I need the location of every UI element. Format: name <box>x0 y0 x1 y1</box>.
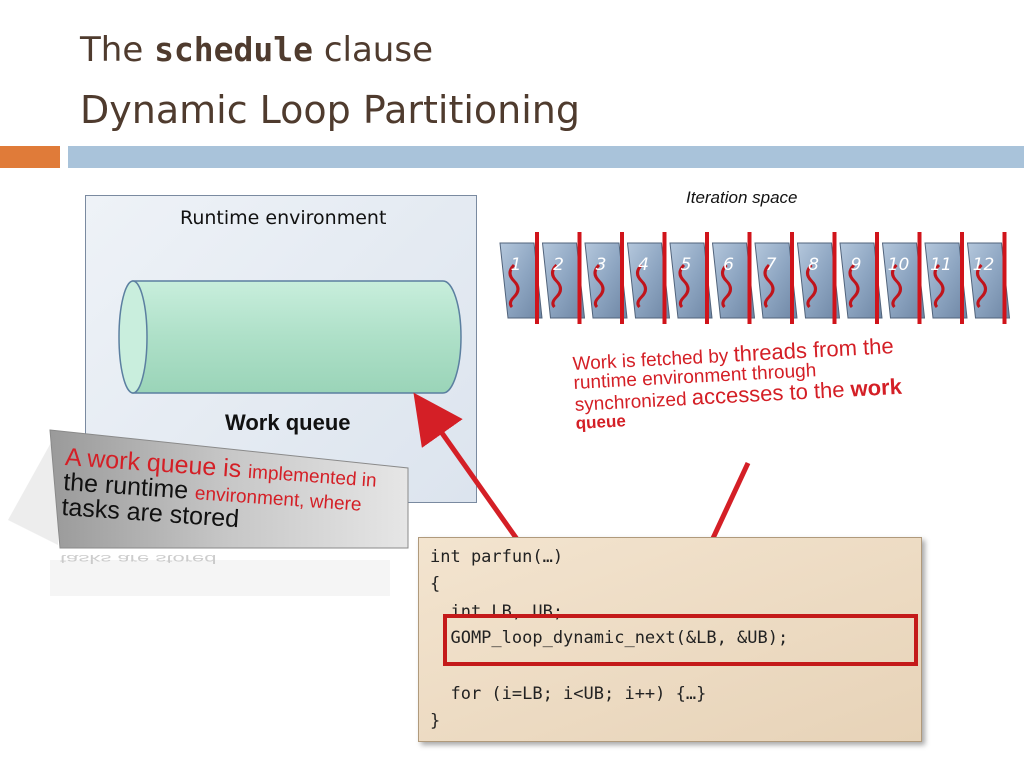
iteration-tile: 8 <box>796 232 841 324</box>
iteration-tile-label: 5 <box>681 255 692 275</box>
iteration-tile-label: 3 <box>596 255 607 275</box>
slide-title-line2: Dynamic Loop Partitioning <box>80 88 580 132</box>
iteration-tile-label: 2 <box>553 255 564 275</box>
slide-title-line1: The schedule clause <box>80 30 433 70</box>
iteration-tile: 3 <box>584 232 628 324</box>
iteration-tile: 2 <box>541 232 586 324</box>
fetch-text-4: queue <box>575 411 627 433</box>
iteration-tile-label: 8 <box>808 255 819 275</box>
code-box <box>418 537 922 742</box>
title-accent-orange-bar <box>0 146 60 168</box>
iteration-tile-label: 4 <box>638 255 649 275</box>
iteration-tile-label: 10 <box>888 255 910 275</box>
iteration-tile: 1 <box>499 232 543 324</box>
iteration-tile: 5 <box>669 232 713 324</box>
title-keyword: schedule <box>154 30 314 69</box>
iteration-tile: 11 <box>924 232 968 324</box>
code-line-4: GOMP_loop_dynamic_next(&LB, &UB); <box>430 628 789 648</box>
code-line-6: for (i=LB; i<UB; i++) {…} <box>430 684 707 704</box>
iteration-tile: 6 <box>711 232 756 324</box>
work-queue-callout-shape <box>8 429 409 596</box>
code-line-7: } <box>430 711 441 731</box>
iteration-tile-label: 6 <box>723 255 734 275</box>
code-line-2: { <box>430 574 441 594</box>
iteration-tile: 9 <box>839 232 883 324</box>
runtime-environment-label: Runtime environment <box>180 207 387 229</box>
title-prefix: The <box>80 30 144 70</box>
iteration-tile: 12 <box>966 232 1011 324</box>
title-suffix: clause <box>323 30 433 70</box>
callout-text-reflection: tasks are stored <box>60 552 217 566</box>
code-line-1: int parfun(…) <box>430 547 564 567</box>
title-accent-blue-bar <box>68 146 1024 168</box>
iteration-tile: 4 <box>626 232 671 324</box>
code-highlight-box <box>443 614 918 666</box>
iteration-space-label: Iteration space <box>686 188 798 207</box>
work-queue-cylinder <box>118 280 462 394</box>
iteration-tile: 7 <box>754 232 798 324</box>
iteration-tile-label: 11 <box>930 255 952 275</box>
iteration-tile-label: 9 <box>851 255 862 275</box>
iteration-tile-label: 7 <box>766 255 777 275</box>
work-queue-label: Work queue <box>225 410 351 435</box>
iteration-tile-label: 1 <box>511 255 522 275</box>
iteration-tile: 10 <box>881 232 926 324</box>
fetch-text-3c: work <box>849 373 903 402</box>
iteration-tile-label: 12 <box>973 255 995 275</box>
